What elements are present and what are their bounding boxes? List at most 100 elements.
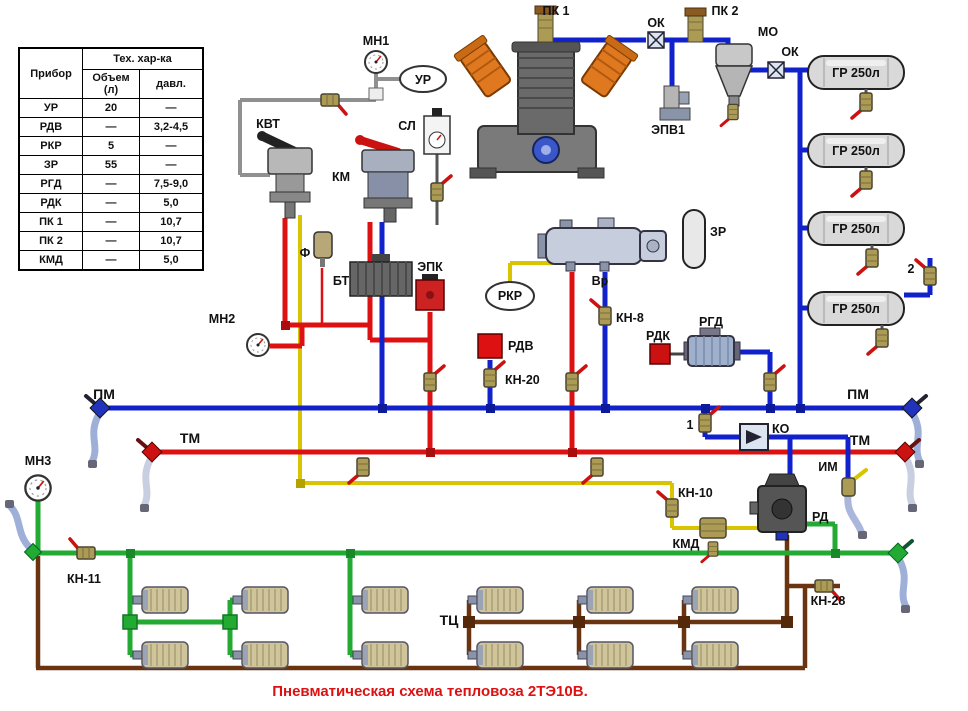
label-vr: Вр [592,274,609,288]
brake-cylinder [132,641,189,669]
device-volume: — [82,117,140,137]
label-gr2: ГР 250л [832,144,880,158]
brake-cylinder [352,641,409,669]
vr-line-valve [564,364,588,393]
label-rgd: РГД [699,315,723,329]
label-rdv: РДВ [508,339,533,353]
label-rdk: РДК [646,329,670,343]
device-name: ПК 2 [18,231,83,251]
bt-device [349,254,413,297]
device-name: РДК [18,193,83,213]
device-name: ПК 1 [18,212,83,232]
table-row: ПК 1—10,7 [18,212,204,232]
rgd-line-valve [762,364,786,393]
gray-pipes-ur-line [238,73,402,177]
gr4-drain-valve [866,327,890,356]
gr2-drain-valve [850,169,874,198]
f-filter [313,231,333,267]
label-kn8: КН-8 [616,311,644,325]
label-mn2: МН2 [209,312,235,326]
kmd-max-pressure-valve [699,517,727,539]
table-row: КМД—5,0 [18,250,204,271]
cylinder-line-end-cock-right [887,539,914,613]
brake-cylinder [352,586,409,614]
pipe-junctions [122,321,840,630]
ok-check-valve-2 [767,61,785,79]
device-pressure: 5,0 [139,250,204,271]
mn2-pressure-gauge [246,333,270,357]
valve-2 [914,258,938,287]
pk2-safety-valve [684,7,707,43]
device-pressure: 10,7 [139,231,204,251]
label-1: 1 [687,418,694,432]
label-sl: СЛ [398,119,416,133]
rd-relay-valve [749,473,807,541]
label-f: Ф [300,246,311,260]
device-pressure: — [139,136,204,156]
table-row: ПК 2—10,7 [18,231,204,251]
label-kmd: КМД [673,537,700,551]
gr3-drain-valve [856,247,880,276]
label-tm-left: ТМ [180,430,200,446]
kvt-aux-brake-valve [257,131,313,219]
tm-end-cock-left [136,438,163,512]
device-pressure: 10,7 [139,212,204,232]
brake-cylinder [577,586,634,614]
device-name: УР [18,98,83,118]
kn20-valve [482,360,506,389]
vr-air-distributor [537,217,667,272]
label-2: 2 [908,262,915,276]
label-kn28: КН-28 [811,594,846,608]
km-driver-brake-valve [355,135,415,223]
device-name: КМД [18,250,83,271]
label-pm-left: ПМ [93,386,115,402]
rkr-reservoir [485,281,535,311]
label-bt: БТ [333,274,350,288]
label-ur: УР [415,73,431,87]
diagram-caption: Пневматическая схема тепловоза 2ТЭ10В. [272,683,588,700]
gr1-drain-valve [850,91,874,120]
sl-line-valve [429,174,453,203]
mo-oil-separator [714,43,754,107]
epk-line-valve [422,364,446,393]
label-kn11: КН-11 [67,572,101,586]
label-pk2: ПК 2 [711,4,738,18]
rdv-pressure-switch [477,333,503,359]
label-kn20: КН-20 [505,373,540,387]
device-name: РГД [18,174,83,194]
compressor-unit [453,5,639,179]
device-volume: 55 [82,155,140,175]
mn1-pressure-gauge [364,50,388,101]
label-gr4: ГР 250л [832,302,880,316]
kn11-valve [68,537,97,561]
device-name: ЗР [18,155,83,175]
label-rd: РД [812,510,829,524]
label-gr1: ГР 250л [832,66,880,80]
brake-cylinder [682,586,739,614]
pk1-safety-valve [534,5,557,43]
label-mo: МО [758,25,778,39]
label-epk: ЭПК [417,260,443,274]
tm-drain-valve-1 [347,456,371,485]
tm-drain-valve-2 [581,456,605,485]
device-volume: — [82,231,140,251]
brake-cylinder [682,641,739,669]
label-rkr: РКР [498,289,522,303]
label-pm-right: ПМ [847,386,869,402]
label-km: КМ [332,170,350,184]
label-kvt: КВТ [256,117,280,131]
brake-cylinder [132,586,189,614]
brake-cylinder [467,586,524,614]
ko-check-valve [739,423,769,451]
device-pressure: — [139,155,204,175]
device-volume: — [82,250,140,271]
pm-end-cock-left [84,394,111,468]
ur-line-valve [319,92,348,116]
device-pressure: 3,2-4,5 [139,117,204,137]
